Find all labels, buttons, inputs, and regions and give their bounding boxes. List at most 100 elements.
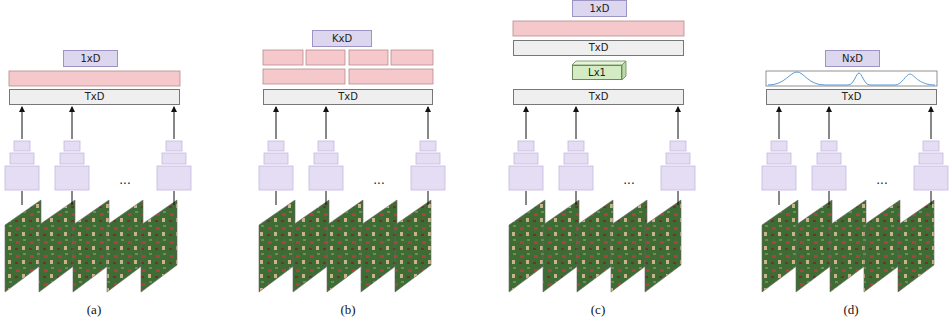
panel-caption: (d) [843, 302, 858, 318]
cnn-block [314, 153, 338, 164]
ellipsis: ... [119, 173, 130, 187]
cnn-block [564, 153, 588, 164]
node-label: TxD [842, 92, 862, 102]
cnn-block [923, 141, 939, 151]
feature-arrow [931, 107, 932, 139]
kernel-box: Lx1 [572, 65, 622, 80]
cnn-block [157, 166, 191, 190]
frame-link [326, 191, 327, 205]
feature-arrow [174, 107, 175, 139]
frame-link [428, 191, 429, 205]
node-label: TxD [85, 92, 105, 102]
pool-cell [391, 50, 433, 65]
frame-link [779, 191, 780, 205]
cnn-block [914, 166, 948, 190]
cnn-block [821, 141, 837, 151]
pool-cell [263, 69, 345, 84]
cnn-block [411, 166, 445, 190]
pooled-bar [9, 71, 180, 86]
node-label: 1xD [590, 4, 610, 14]
pool-cell [349, 50, 388, 65]
video-frame [395, 200, 431, 292]
video-frame [141, 200, 177, 292]
feature-arrow [576, 107, 577, 139]
cnn-block [10, 153, 34, 164]
video-frame [327, 200, 363, 292]
cnn-block [817, 153, 841, 164]
frame-link [931, 191, 932, 205]
cnn-block [309, 166, 343, 190]
video-frame [796, 200, 832, 292]
cnn-block [259, 166, 293, 190]
cnn-block [919, 153, 943, 164]
feature-arrow [276, 107, 277, 139]
video-frame [864, 200, 900, 292]
node-label: NxD [842, 54, 863, 64]
frame-link [678, 191, 679, 205]
video-frame [107, 200, 143, 292]
video-frame [39, 200, 75, 292]
cnn-block [762, 166, 796, 190]
output-box: NxD [825, 50, 880, 67]
feature-bar: TxD [513, 40, 684, 56]
cnn-block [264, 153, 288, 164]
cnn-block [60, 153, 84, 164]
node-label: 1xD [81, 54, 101, 64]
ellipsis: ... [373, 173, 384, 187]
cnn-block [318, 141, 334, 151]
feature-arrow [22, 107, 23, 139]
cnn-block [416, 153, 440, 164]
cnn-block [162, 153, 186, 164]
feature-bar: TxD [513, 89, 684, 105]
panel-caption: (c) [591, 302, 605, 318]
video-frame [577, 200, 613, 292]
video-frame [73, 200, 109, 292]
cnn-block [666, 153, 690, 164]
frame-link [526, 191, 527, 205]
feature-bar: TxD [766, 89, 937, 105]
output-box: KxD [312, 30, 372, 47]
cnn-block [559, 166, 593, 190]
video-frame [645, 200, 681, 292]
panel-caption: (b) [340, 302, 355, 318]
cnn-block [670, 141, 686, 151]
cnn-block [166, 141, 182, 151]
node-label: TxD [338, 92, 358, 102]
video-frame [898, 200, 934, 292]
cnn-block [5, 166, 39, 190]
frame-link [22, 191, 23, 205]
frame-link [276, 191, 277, 205]
video-frame [611, 200, 647, 292]
video-frame [361, 200, 397, 292]
box-side-face [622, 61, 626, 80]
cnn-block [509, 166, 543, 190]
feature-bar: TxD [263, 89, 433, 105]
cnn-block [518, 141, 534, 151]
feature-arrow [829, 107, 830, 139]
video-frame [762, 200, 798, 292]
pool-cell [263, 50, 303, 65]
gaussian-curve [768, 72, 935, 85]
feature-arrow [779, 107, 780, 139]
video-frame [543, 200, 579, 292]
output-box: 1xD [572, 0, 627, 17]
feature-arrow [428, 107, 429, 139]
video-frame [259, 200, 295, 292]
ellipsis: ... [876, 173, 887, 187]
cnn-block [514, 153, 538, 164]
cnn-block [661, 166, 695, 190]
pool-cell [349, 69, 433, 84]
cnn-block [55, 166, 89, 190]
cnn-block [268, 141, 284, 151]
ellipsis: ... [623, 173, 634, 187]
feature-arrow [72, 107, 73, 139]
frame-link [174, 191, 175, 205]
feature-arrow [526, 107, 527, 139]
cnn-block [771, 141, 787, 151]
pooled-bar [513, 21, 684, 36]
video-frame [830, 200, 866, 292]
panel-caption: (a) [87, 302, 101, 318]
feature-bar: TxD [9, 89, 180, 105]
